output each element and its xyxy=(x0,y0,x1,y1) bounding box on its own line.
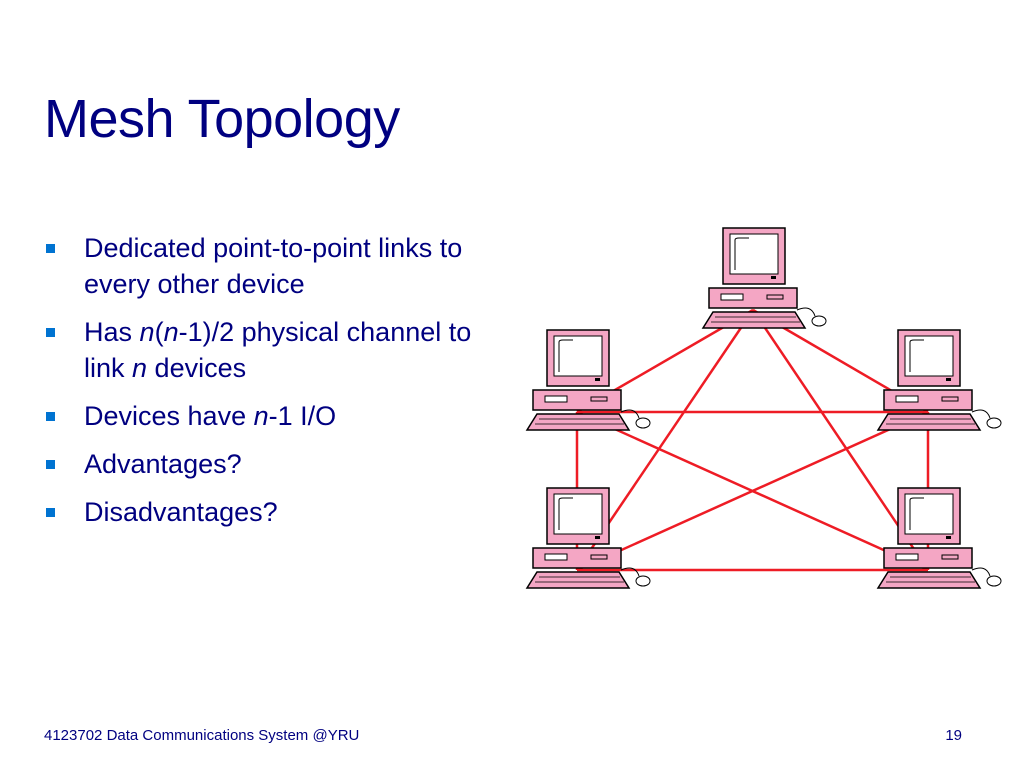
bullet-text: Has xyxy=(84,317,140,347)
footer-course: 4123702 Data Communications System @YRU xyxy=(44,727,360,744)
mesh-link xyxy=(576,410,929,572)
bullet-item: Advantages? xyxy=(44,446,494,482)
slide-number: 19 xyxy=(945,727,962,744)
bullet-text: devices xyxy=(147,353,247,383)
bullet-text: Advantages? xyxy=(84,449,242,479)
computer-icon xyxy=(877,487,1002,589)
bullet-var: n xyxy=(163,317,179,347)
slide-title: Mesh Topology xyxy=(44,89,400,149)
bullet-var: n xyxy=(253,401,269,431)
mesh-links xyxy=(575,308,930,572)
mesh-nodes xyxy=(526,227,1002,589)
bullet-text: -1 I/O xyxy=(268,401,337,431)
bullet-text: ( xyxy=(154,317,164,347)
bullet-item: Dedicated point-to-point links to every … xyxy=(44,230,494,302)
bullet-item: Devices have n-1 I/O xyxy=(44,398,494,434)
bullet-item: Disadvantages? xyxy=(44,494,494,530)
bullet-text: Devices have xyxy=(84,401,254,431)
bullet-text: Dedicated point-to-point links to every … xyxy=(84,233,463,299)
bullet-var: n xyxy=(139,317,155,347)
computer-icon xyxy=(702,227,827,329)
computer-icon xyxy=(877,329,1002,431)
bullet-var: n xyxy=(132,353,148,383)
bullet-text: Disadvantages? xyxy=(84,497,278,527)
mesh-topology-diagram xyxy=(526,227,1002,589)
bullet-list: Dedicated point-to-point links to every … xyxy=(44,230,494,542)
bullet-text: -1)/2 physical channel to link xyxy=(84,317,472,383)
bullet-item: Has n(n-1)/2 physical channel to link n … xyxy=(44,314,494,386)
computer-icon xyxy=(526,487,651,589)
